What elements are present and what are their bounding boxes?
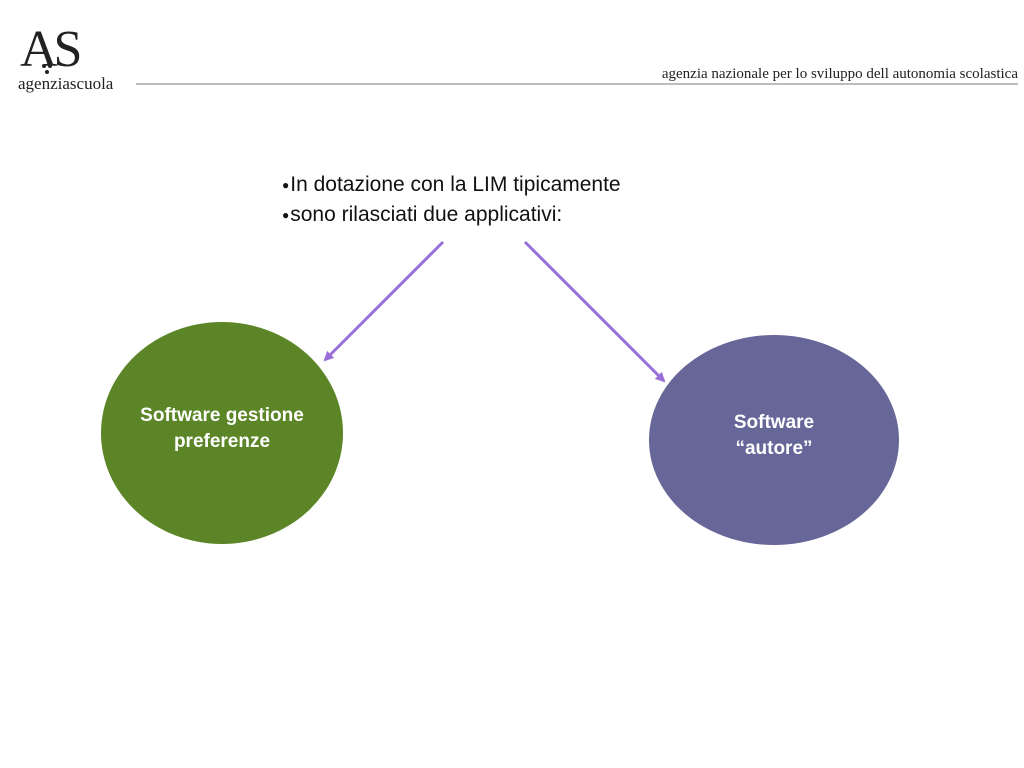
header-divider: [136, 83, 1018, 85]
bullet-text: In dotazione con la LIM tipicamente: [290, 173, 621, 196]
bullet-dot-icon: ●: [282, 208, 290, 222]
bullet-dot-icon: ●: [282, 178, 290, 192]
node-label: Software “autore”: [733, 412, 815, 459]
node-software-autore: Software “autore”: [649, 335, 899, 545]
node-software-gestione-preferenze: Software gestione preferenze: [101, 322, 343, 544]
bullet-list: ●In dotazione con la LIM tipicamente ●so…: [282, 170, 621, 230]
bullet-text: sono rilasciati due applicativi:: [290, 203, 563, 226]
bullet-item: ●In dotazione con la LIM tipicamente: [282, 170, 621, 200]
node-label: Software gestione preferenze: [140, 405, 304, 452]
bullet-item: ●sono rilasciati due applicativi:: [282, 200, 621, 230]
arrow-to-left-node: [323, 240, 445, 362]
arrow-to-right-node: [523, 240, 666, 383]
logo-wordmark: agenziascuola: [18, 74, 114, 93]
logo-dots: [42, 64, 54, 76]
agenziascuola-logo: AS agenziascuola: [18, 24, 128, 96]
header-tagline: agenzia nazionale per lo sviluppo dell a…: [661, 66, 1018, 82]
